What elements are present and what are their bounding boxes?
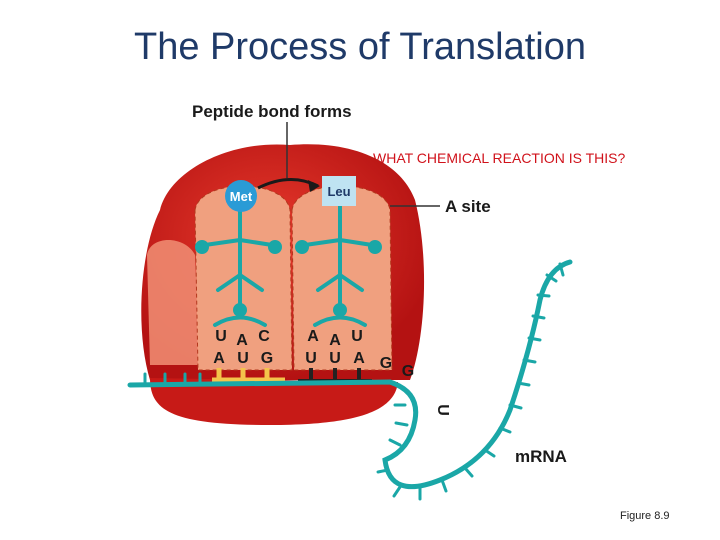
trna-met bbox=[195, 203, 282, 327]
codon-1: A bbox=[213, 350, 225, 367]
question-text: WHAT CHEMICAL REACTION IS THIS? bbox=[373, 150, 626, 166]
peptide-bond-label: Peptide bond forms bbox=[192, 102, 352, 121]
anticodon-right-3: U bbox=[351, 328, 363, 345]
codon-8: G bbox=[402, 363, 414, 380]
leu-amino-acid bbox=[322, 176, 356, 206]
mrna-ticks bbox=[143, 262, 565, 501]
leu-label: Leu bbox=[327, 184, 350, 199]
figure-caption: Figure 8.9 bbox=[620, 510, 670, 522]
mrna-codons: A U G U U A G G U bbox=[213, 350, 451, 416]
codon-3: G bbox=[261, 350, 273, 367]
met-amino-acid bbox=[225, 180, 257, 212]
peptide-bond-arrowhead bbox=[308, 180, 320, 192]
anticodon-left-3: C bbox=[258, 328, 270, 345]
codon-pairing-right bbox=[298, 368, 372, 383]
anticodon-left-2: A bbox=[236, 332, 248, 349]
slide-title: The Process of Translation bbox=[134, 26, 586, 68]
anticodon-right-1: A bbox=[307, 328, 319, 345]
codon-9: U bbox=[434, 404, 451, 416]
mrna-strand bbox=[127, 259, 573, 490]
codon-4: U bbox=[305, 350, 317, 367]
a-site-label: A site bbox=[445, 197, 491, 216]
met-label: Met bbox=[230, 189, 253, 204]
trna-leu bbox=[295, 203, 382, 327]
codon-2: U bbox=[237, 350, 249, 367]
anticodon-left-1: U bbox=[215, 328, 227, 345]
mrna-label: mRNA bbox=[515, 447, 567, 466]
codon-7: G bbox=[380, 355, 392, 372]
anticodon-right-2: A bbox=[329, 332, 341, 349]
codon-pairing-left bbox=[212, 368, 285, 383]
anticodon-right: A A U bbox=[307, 328, 363, 349]
codon-5: U bbox=[329, 350, 341, 367]
codon-6: A bbox=[353, 350, 365, 367]
ribosome-chamber-left bbox=[147, 240, 200, 365]
anticodon-left: U A C bbox=[215, 328, 270, 349]
ribosome-small-subunit bbox=[150, 378, 398, 425]
